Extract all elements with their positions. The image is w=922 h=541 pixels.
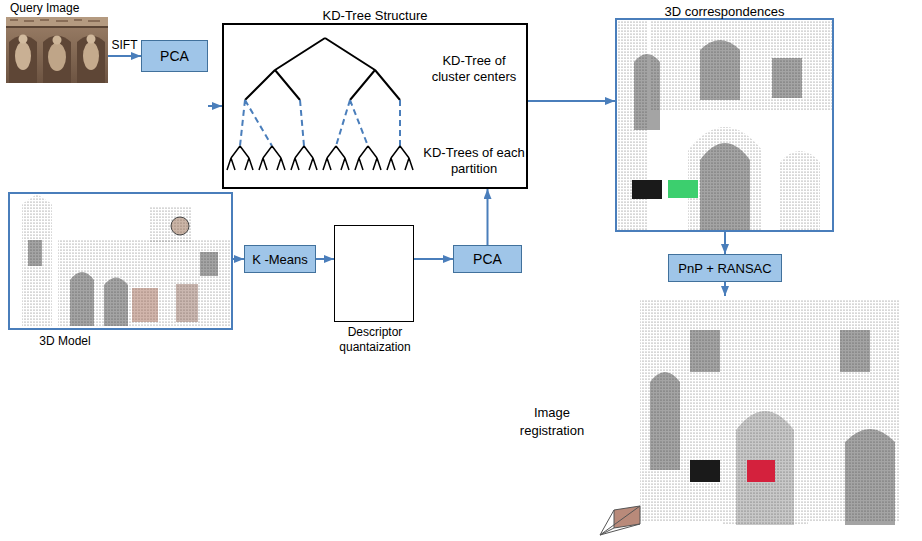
box-label: PCA — [160, 48, 189, 64]
flow-arrow — [724, 232, 726, 254]
box-label: PCA — [473, 251, 502, 267]
flow-arrow — [528, 100, 615, 102]
flow-arrow — [233, 258, 244, 260]
flow-arrow — [108, 55, 141, 57]
flow-arrow — [414, 258, 453, 260]
process-box: PnP + RANSAC — [668, 254, 782, 282]
edge-label: SIFT — [110, 38, 140, 52]
process-box: PCA — [453, 245, 522, 273]
box-label: PnP + RANSAC — [678, 261, 771, 276]
flow-arrow — [316, 258, 334, 260]
registration-cloud — [636, 296, 904, 525]
correspondence-cloud — [615, 18, 834, 232]
image-frame: 3D Model — [8, 192, 233, 330]
box-label: K -Means — [252, 252, 308, 267]
image-caption: Descriptor quantaization — [325, 325, 425, 355]
image-frame: 3D correspondences — [615, 18, 834, 232]
process-box: K -Means — [244, 245, 316, 273]
panel-title: KD-Tree Structure — [224, 8, 526, 23]
image-caption: Query Image — [10, 2, 79, 15]
flow-arrow — [487, 189, 489, 245]
camera-frustum — [600, 506, 640, 535]
image-frame: Image registration — [636, 296, 904, 525]
process-box: PCA — [141, 40, 208, 72]
point-cloud-model — [8, 192, 233, 330]
kd-tree-frame: KD-Tree StructureKD-Tree of cluster cent… — [222, 23, 528, 189]
image-caption: 3D correspondences — [617, 5, 832, 19]
tree-label: KD-Trees of each partition — [423, 145, 525, 177]
image-frame: Query Image — [6, 17, 108, 83]
image-caption: 3D Model — [10, 334, 120, 348]
flow-arrow — [208, 105, 222, 107]
kd-tree-drawing — [227, 38, 413, 170]
flow-arrow — [724, 282, 726, 296]
query-photo — [6, 17, 108, 83]
image-caption: Image registration — [514, 404, 590, 440]
image-frame: Descriptor quantaization — [334, 225, 414, 322]
tree-label: KD-Tree of cluster centers — [423, 53, 525, 85]
